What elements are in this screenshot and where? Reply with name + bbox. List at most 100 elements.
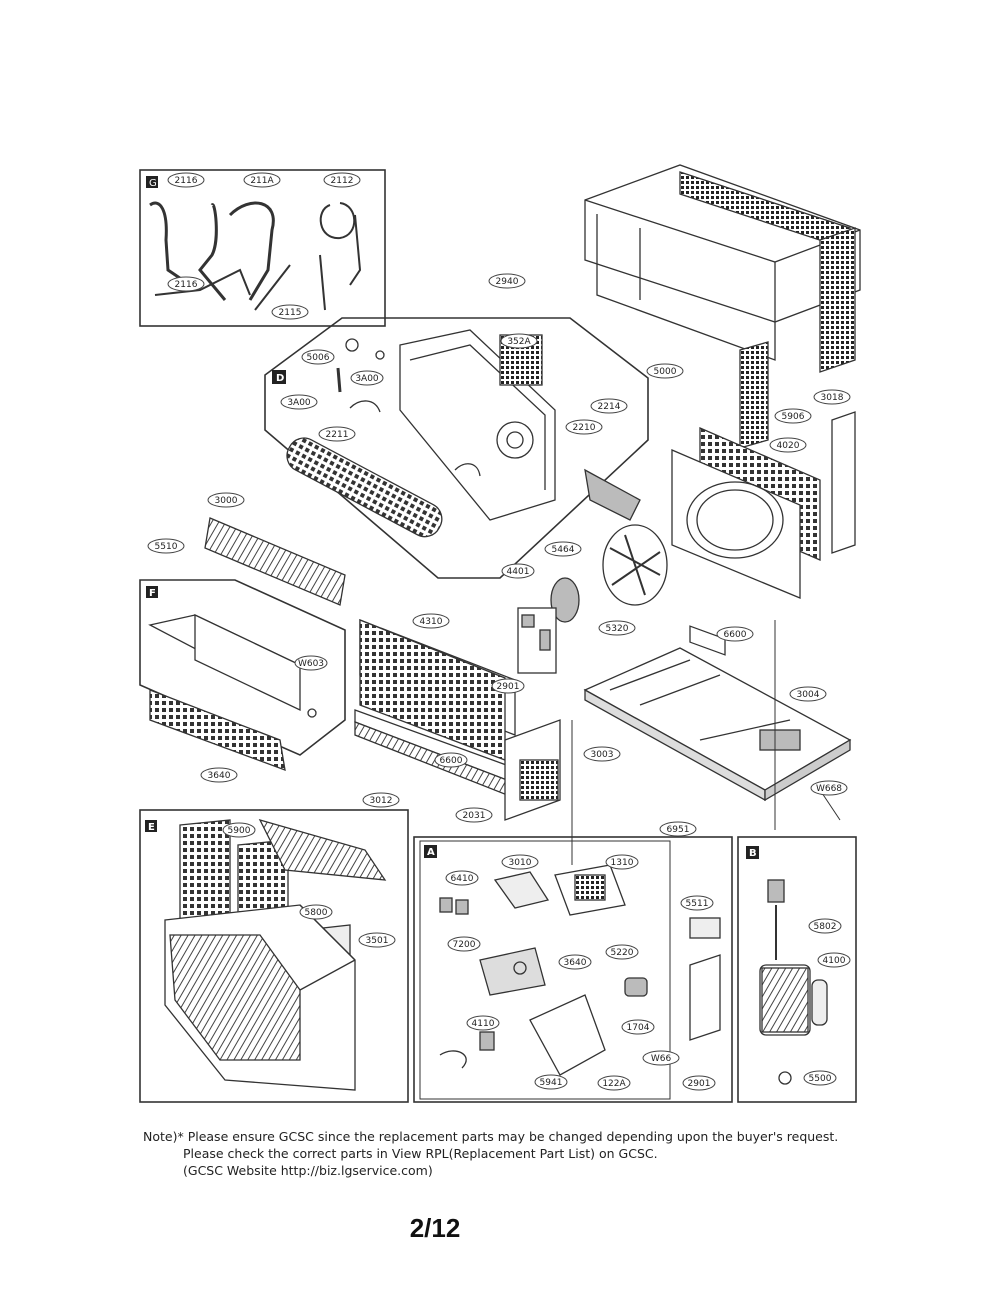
section-a-letter: A	[427, 847, 435, 858]
note-line-3: (GCSC Website http://biz.lgservice.com)	[183, 1163, 433, 1178]
svg-text:7200: 7200	[453, 940, 476, 950]
callout: 2116	[167, 172, 205, 188]
callout: 1704	[621, 1019, 655, 1035]
callout: 6600	[434, 752, 468, 768]
callout: 3A00	[350, 370, 384, 386]
svg-text:3640: 3640	[564, 958, 587, 968]
svg-text:3018: 3018	[821, 393, 844, 403]
svg-text:2211: 2211	[326, 430, 349, 440]
svg-text:3000: 3000	[215, 496, 238, 506]
svg-text:5941: 5941	[540, 1078, 563, 1088]
callout: 2116	[167, 276, 205, 292]
section-b	[737, 836, 857, 1103]
callout: 2940	[488, 273, 526, 289]
section-d	[264, 317, 649, 579]
callout: 2031	[455, 807, 493, 823]
page-number: 2/12	[409, 1213, 461, 1243]
callout: 5000	[646, 363, 684, 379]
svg-text:3010: 3010	[509, 858, 532, 868]
callout: 4020	[769, 437, 807, 453]
svg-text:5802: 5802	[814, 922, 837, 932]
svg-text:4310: 4310	[420, 617, 443, 627]
callout: 3018	[813, 389, 851, 405]
callout: 6951	[659, 821, 697, 837]
callout: 3501	[358, 932, 396, 948]
svg-text:5511: 5511	[686, 899, 709, 909]
callout: W66	[642, 1050, 680, 1066]
grille-strip	[204, 517, 346, 606]
callout: 4401	[501, 563, 535, 579]
svg-text:3003: 3003	[591, 750, 614, 760]
svg-text:211A: 211A	[250, 176, 274, 186]
svg-text:5510: 5510	[155, 542, 178, 552]
section-f-letter: F	[149, 588, 156, 599]
svg-text:3A00: 3A00	[287, 398, 311, 408]
svg-text:5000: 5000	[654, 367, 677, 377]
svg-text:5900: 5900	[228, 826, 251, 836]
svg-text:2031: 2031	[463, 811, 486, 821]
svg-text:2116: 2116	[175, 176, 198, 186]
svg-text:2940: 2940	[496, 277, 519, 287]
note-line-2: Please check the correct parts in View R…	[183, 1146, 658, 1161]
callout: 3640	[558, 954, 592, 970]
condenser-assembly	[517, 427, 821, 674]
callout: 3A00	[280, 394, 318, 410]
section-e	[139, 809, 409, 1103]
svg-text:4100: 4100	[823, 956, 846, 966]
svg-text:3501: 3501	[366, 936, 389, 946]
callout: 5006	[301, 349, 335, 365]
callout: 3004	[789, 686, 827, 702]
callout: W603	[294, 655, 328, 671]
callout: 5220	[605, 944, 639, 960]
callout: 3010	[501, 854, 539, 870]
callout: 2112	[323, 172, 361, 188]
svg-text:5320: 5320	[606, 624, 629, 634]
callout: 5802	[808, 918, 842, 934]
svg-text:4401: 4401	[507, 567, 530, 577]
svg-text:352A: 352A	[507, 337, 531, 347]
svg-text:2210: 2210	[573, 423, 596, 433]
callout: 1310	[605, 854, 639, 870]
callout: 5464	[544, 541, 582, 557]
section-a	[413, 836, 733, 1103]
callout: 6600	[716, 626, 754, 642]
note-line-1: Note)* Please ensure GCSC since the repl…	[143, 1129, 839, 1144]
section-e-letter: E	[148, 822, 155, 833]
svg-text:2112: 2112	[331, 176, 354, 186]
svg-text:5006: 5006	[307, 353, 330, 363]
section-b-letter: B	[749, 848, 757, 859]
svg-text:6600: 6600	[724, 630, 747, 640]
callout: 3003	[583, 746, 621, 762]
callout: 5511	[680, 895, 714, 911]
callout: 4310	[412, 613, 450, 629]
svg-text:5906: 5906	[782, 412, 805, 422]
svg-text:5464: 5464	[552, 545, 575, 555]
svg-text:2214: 2214	[598, 402, 621, 412]
evaporator-coil	[354, 619, 561, 821]
svg-text:3004: 3004	[797, 690, 820, 700]
callout: 2214	[590, 398, 628, 414]
svg-text:3012: 3012	[370, 796, 393, 806]
svg-text:2901: 2901	[497, 682, 520, 692]
svg-text:5500: 5500	[809, 1074, 832, 1084]
svg-text:2115: 2115	[279, 308, 302, 318]
callout: 5510	[147, 538, 185, 554]
callout: 4100	[817, 952, 851, 968]
svg-text:5220: 5220	[611, 948, 634, 958]
svg-text:W603: W603	[298, 659, 324, 669]
callout: 4110	[466, 1015, 500, 1031]
callout: 3640	[200, 767, 238, 783]
callout: 2901	[491, 678, 525, 694]
callout: 6410	[445, 870, 479, 886]
svg-text:1310: 1310	[611, 858, 634, 868]
callout: 122A	[597, 1075, 631, 1091]
section-g: G	[139, 169, 386, 327]
svg-text:2116: 2116	[175, 280, 198, 290]
svg-text:4020: 4020	[777, 441, 800, 451]
callout: 5906	[774, 408, 812, 424]
section-g-letter: G	[149, 178, 157, 189]
callout: 2115	[271, 304, 309, 320]
section-d-letter: D	[276, 373, 284, 384]
callout: 7200	[447, 936, 481, 952]
